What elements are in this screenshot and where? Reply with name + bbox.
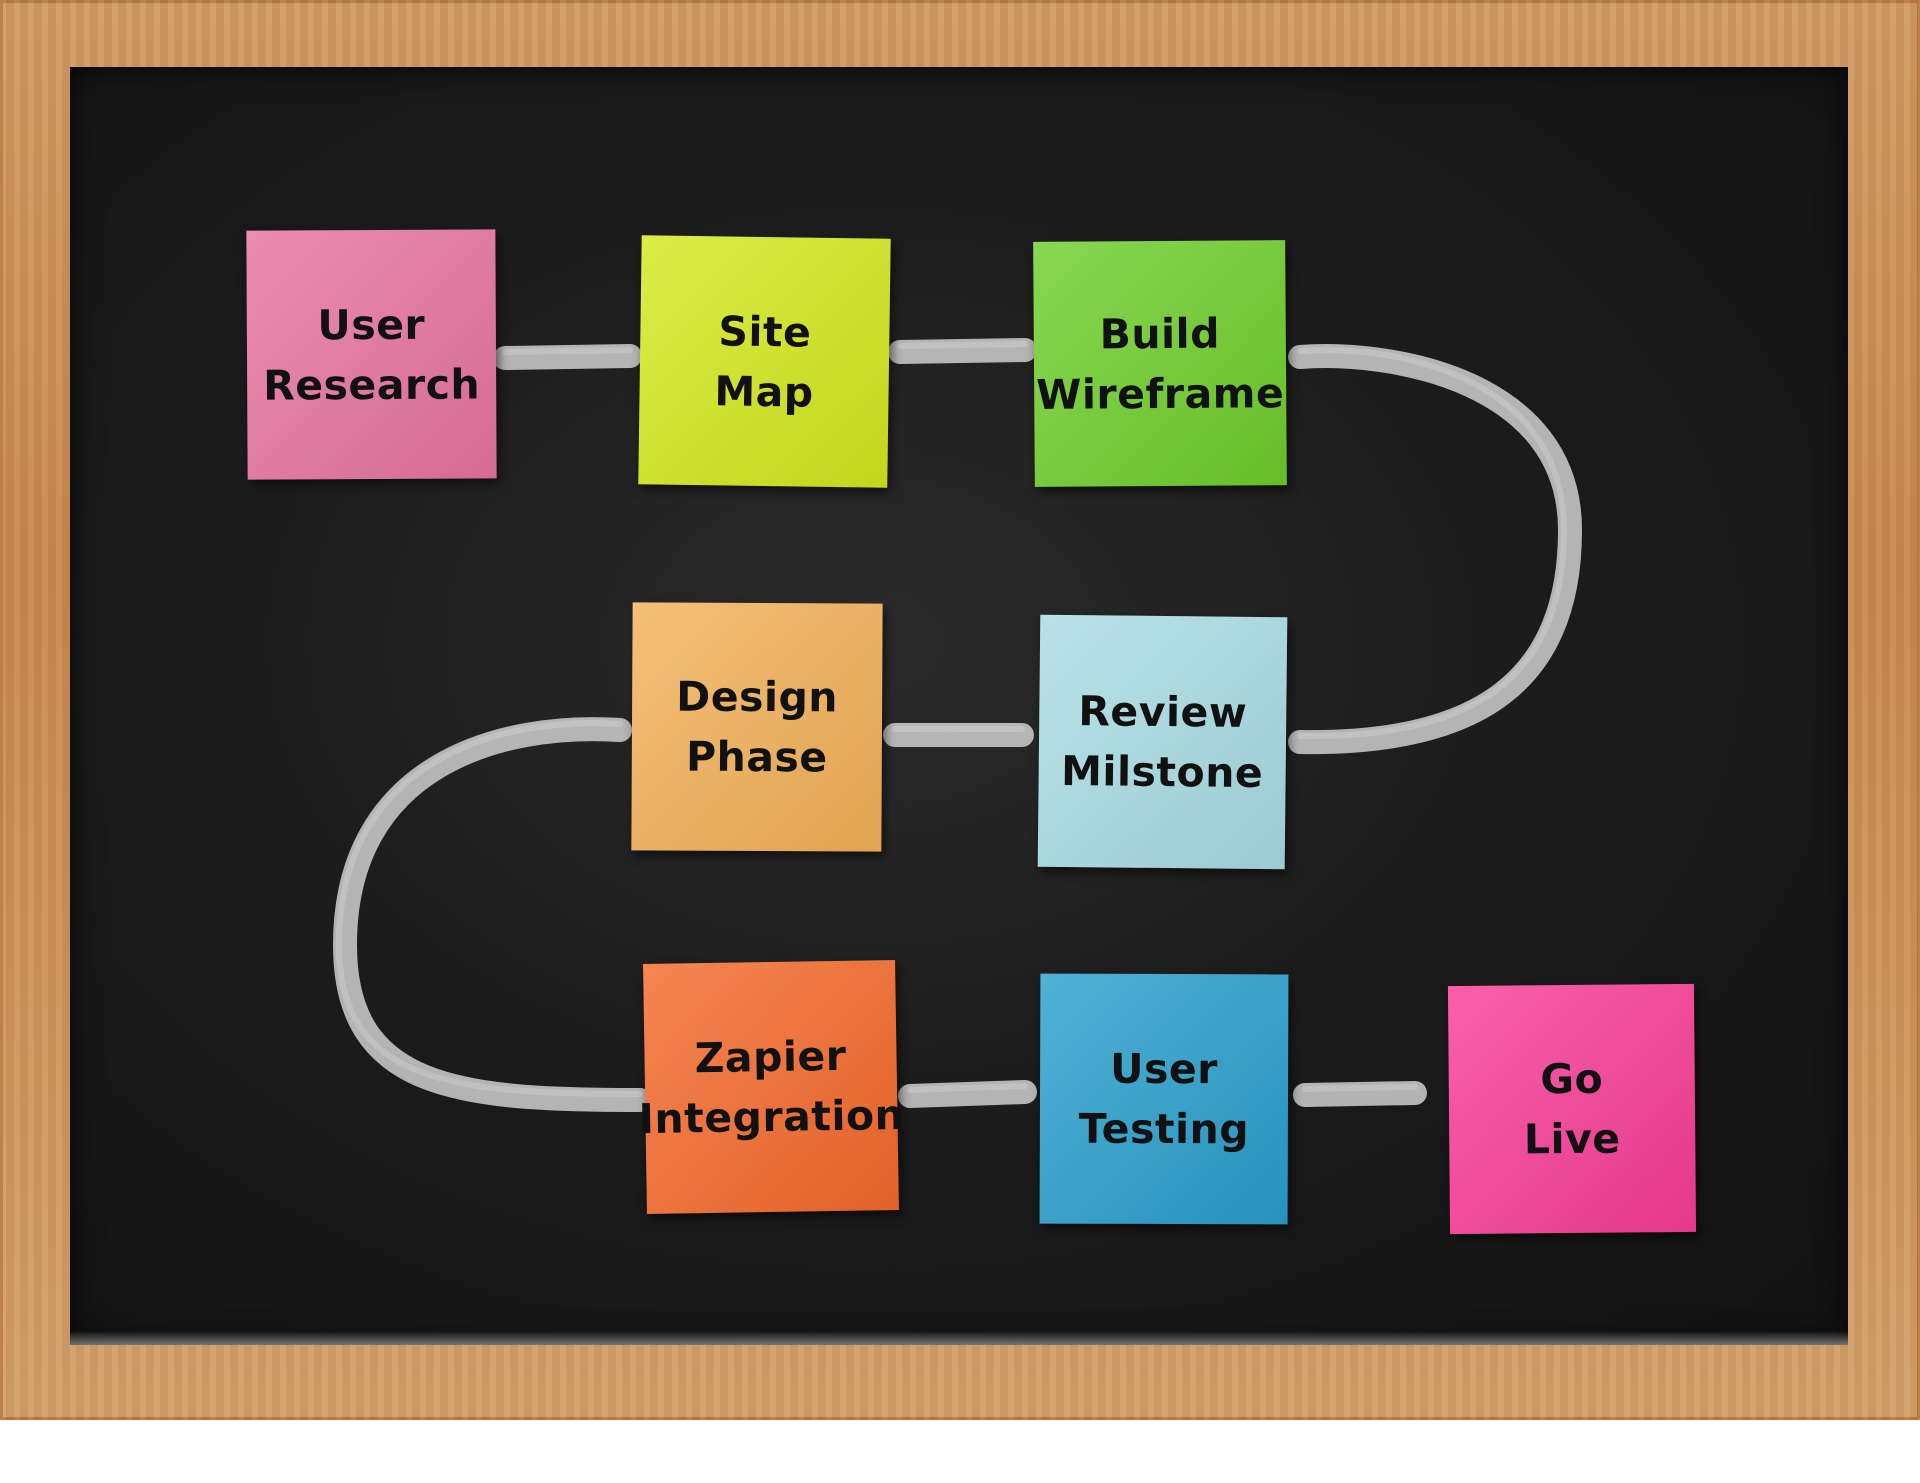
- step-label: Go Live: [1523, 1054, 1621, 1164]
- connector-zapier-integration-to-user-testing: [898, 1080, 1037, 1108]
- connector-user-research-to-site-map: [493, 344, 642, 370]
- step-label: Build Wireframe: [1036, 309, 1285, 419]
- connector-build-wireframe-to-review-milstone: [1288, 344, 1583, 755]
- step-note-zapier-integration: Zapier Integration: [638, 960, 905, 1214]
- connector-site-map-to-build-wireframe: [888, 338, 1037, 364]
- step-label: User Research: [263, 300, 481, 410]
- step-note-build-wireframe: Build Wireframe: [1033, 240, 1287, 487]
- step-label: Site Map: [714, 306, 815, 417]
- step-label: Zapier Integration: [638, 1031, 905, 1144]
- step-note-site-map: Site Map: [638, 235, 891, 488]
- step-note-go-live: Go Live: [1447, 983, 1697, 1235]
- step-label: User Testing: [1078, 1044, 1250, 1154]
- connector-user-testing-to-go-live: [1293, 1081, 1427, 1107]
- step-note-review-milstone: Review Milstone: [1037, 614, 1288, 870]
- connector-design-phase-to-zapier-integration: [332, 717, 652, 1112]
- step-label: Design Phase: [676, 672, 839, 782]
- step-note-user-research: User Research: [246, 229, 497, 480]
- step-note-user-testing: User Testing: [1039, 973, 1289, 1225]
- step-note-design-phase: Design Phase: [631, 602, 883, 852]
- step-label: Review Milstone: [1060, 687, 1264, 798]
